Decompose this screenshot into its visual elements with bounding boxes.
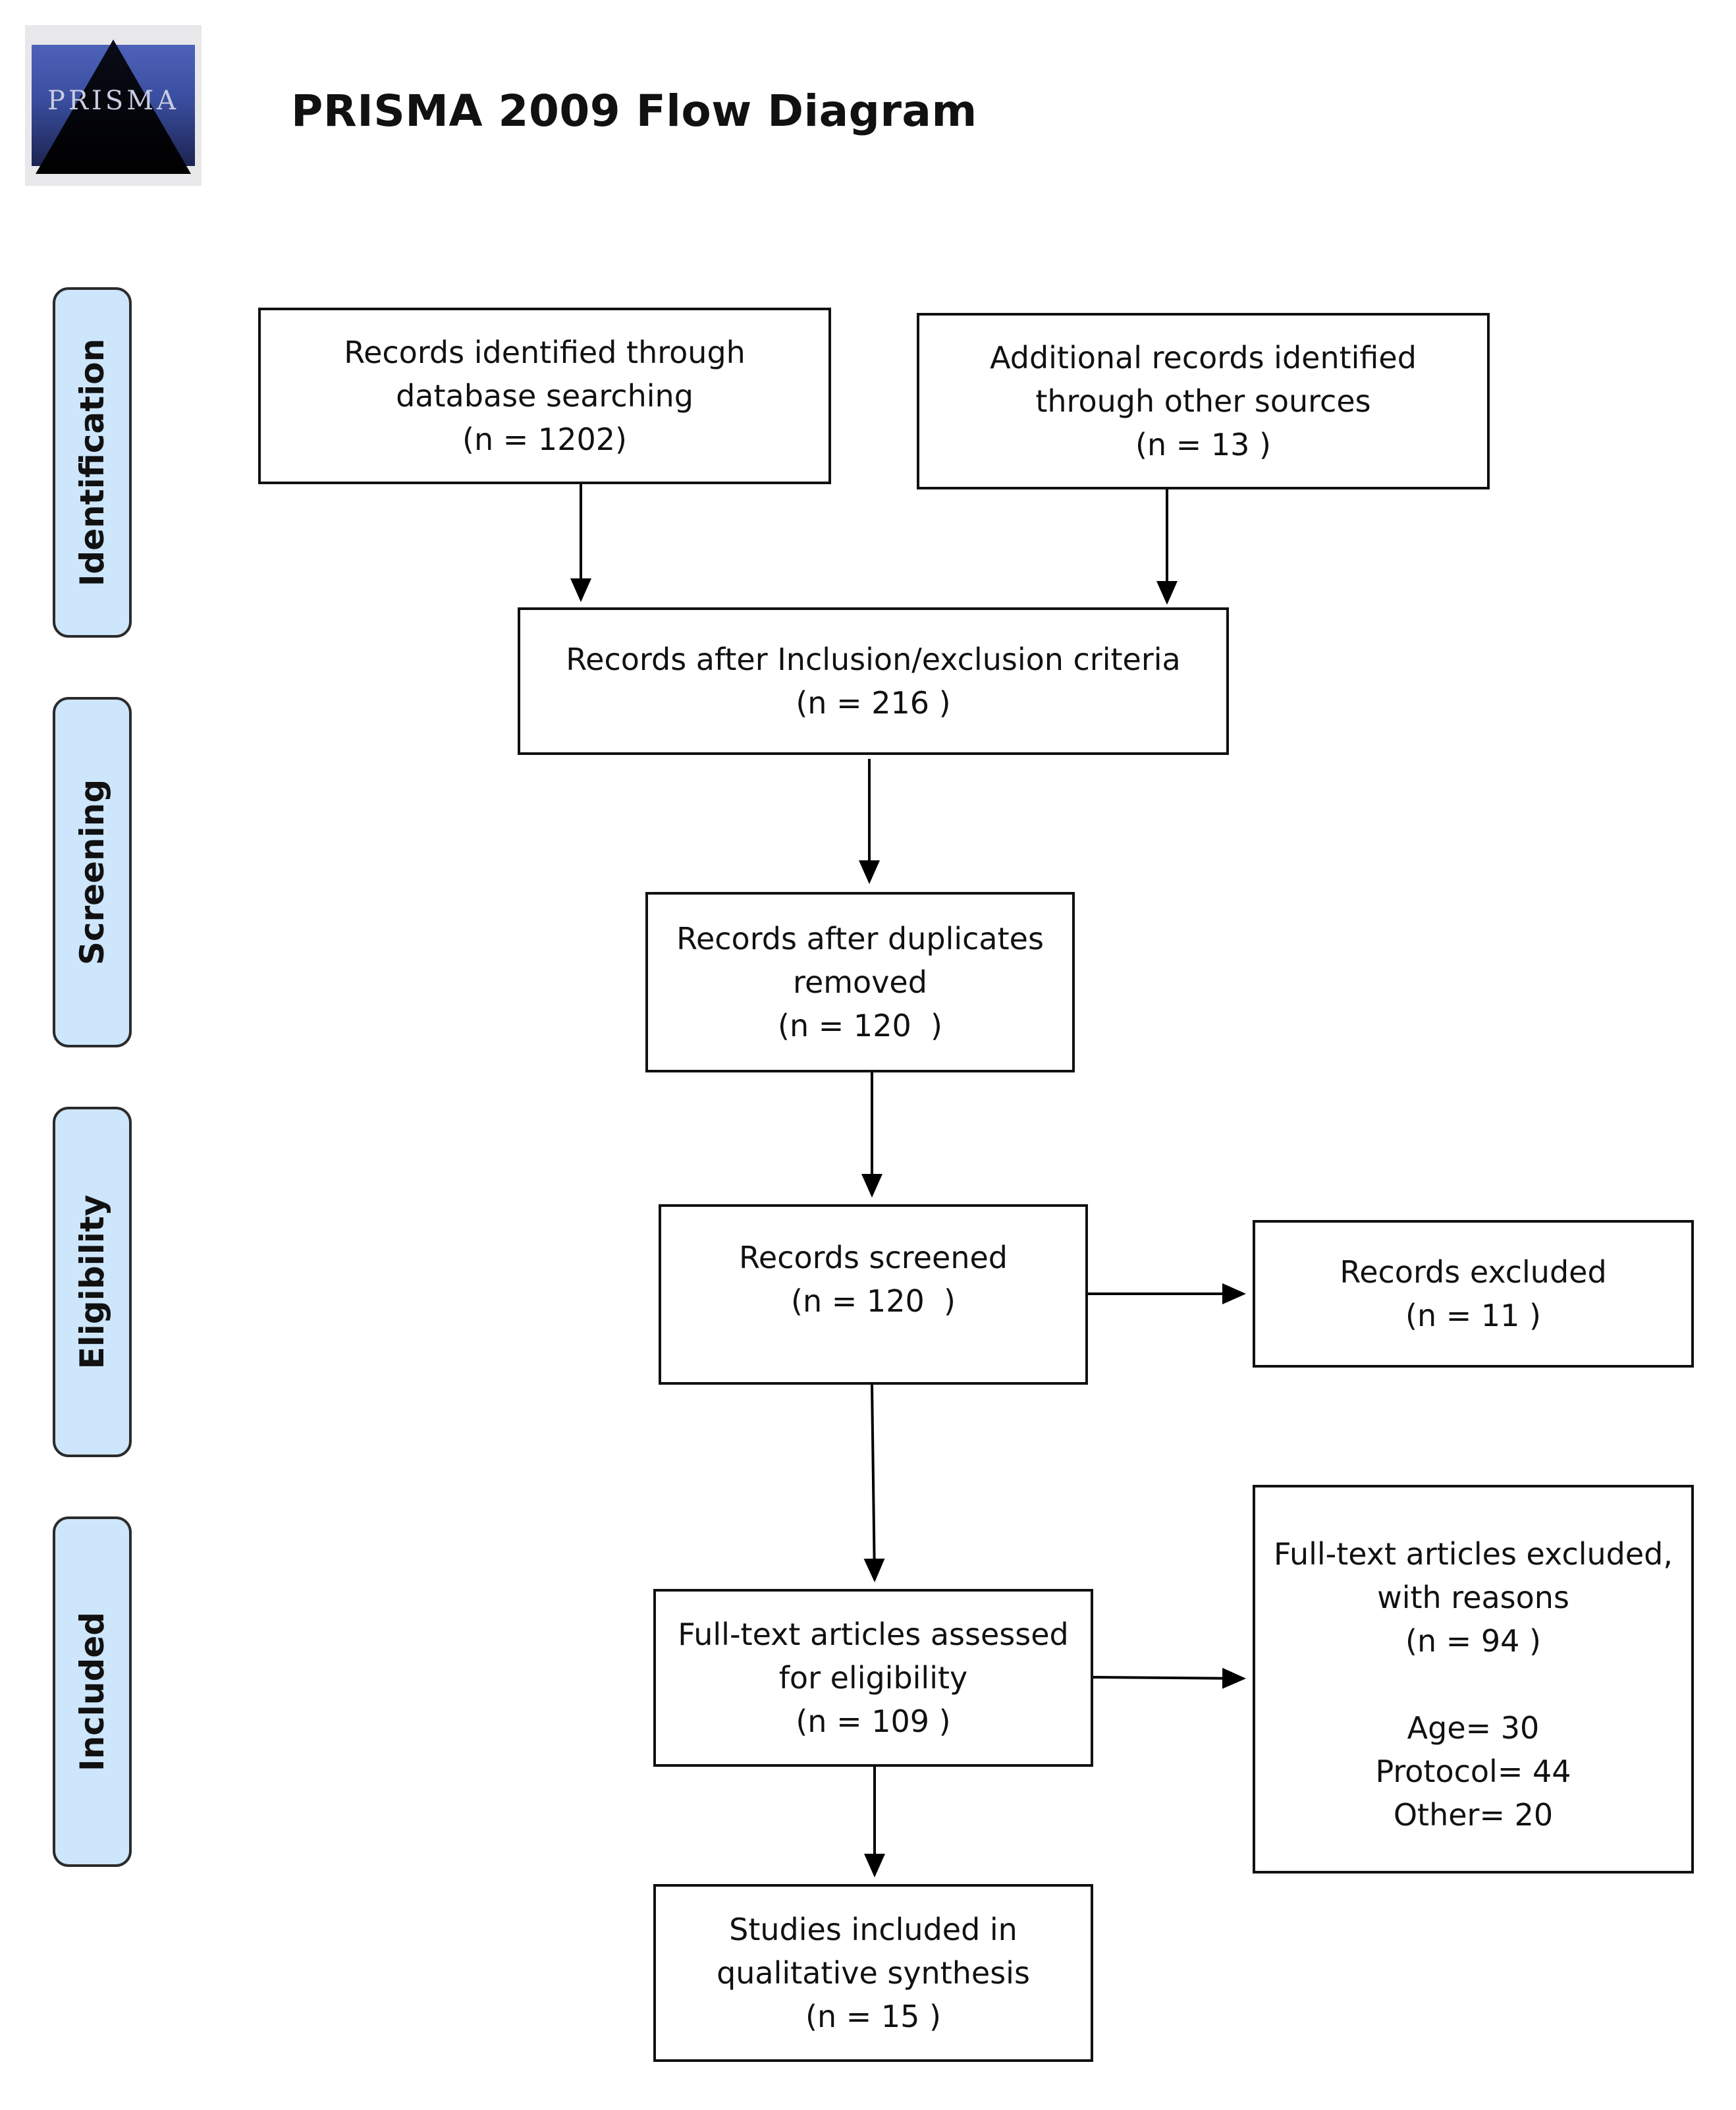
box-text: Additional records identified [990,340,1417,375]
stage-eligibility: Eligibility [53,1107,132,1457]
box-text: removed [793,964,927,1000]
box-after-duplicates: Records after duplicates removed (n = 12… [645,892,1075,1072]
exclusion-reason: Protocol= 44 [1375,1754,1571,1789]
box-studies-included: Studies included in qualitative synthesi… [653,1884,1093,2062]
box-text: Studies included in [729,1912,1017,1947]
box-count: (n = 109 ) [796,1704,951,1739]
box-count: (n = 1202) [462,422,627,457]
box-count: (n = 120 ) [791,1283,956,1319]
box-text: qualitative synthesis [717,1955,1030,1991]
arrow-screened-to-fulltext [863,1384,885,1582]
box-database-records: Records identified through database sear… [258,308,831,484]
box-count: (n = 120 ) [778,1008,942,1043]
box-text: Records after Inclusion/exclusion criter… [566,642,1181,677]
box-text: through other sources [1035,383,1371,419]
box-records-screened: Records screened (n = 120 ) [659,1204,1088,1385]
stage-screening: Screening [53,697,132,1047]
box-text: Records excluded [1340,1254,1607,1290]
box-text: with reasons [1377,1580,1569,1615]
box-text: Records identified through [344,335,746,370]
box-count: (n = 13 ) [1135,427,1271,462]
page-title: PRISMA 2009 Flow Diagram [291,86,977,136]
arrow-fulltext-to-excluded [1093,1667,1246,1689]
prisma-logo: PRISMA [25,25,202,186]
svg-text:PRISMA: PRISMA [47,86,179,116]
box-records-excluded: Records excluded (n = 11 ) [1253,1220,1694,1368]
box-count: (n = 216 ) [796,685,951,721]
box-count: (n = 15 ) [805,1999,941,2034]
stage-identification: Identification [53,287,132,638]
box-count: (n = 11 ) [1405,1298,1541,1333]
box-fulltext-assessed: Full-text articles assessed for eligibil… [653,1589,1093,1767]
box-after-criteria: Records after Inclusion/exclusion criter… [518,607,1229,755]
box-other-sources: Additional records identified through ot… [917,313,1490,489]
box-fulltext-excluded: Full-text articles excluded, with reason… [1253,1485,1694,1874]
stage-included: Included [53,1516,132,1867]
exclusion-reason: Age= 30 [1407,1710,1540,1746]
box-text: Records after duplicates [676,921,1044,957]
box-text: Full-text articles assessed [678,1617,1069,1652]
box-text: Records screened [739,1240,1008,1275]
exclusion-reason: Other= 20 [1393,1797,1554,1833]
box-count: (n = 94 ) [1405,1623,1541,1659]
box-text: for eligibility [778,1660,968,1696]
box-text: database searching [396,378,693,414]
box-text: Full-text articles excluded, [1274,1536,1673,1572]
